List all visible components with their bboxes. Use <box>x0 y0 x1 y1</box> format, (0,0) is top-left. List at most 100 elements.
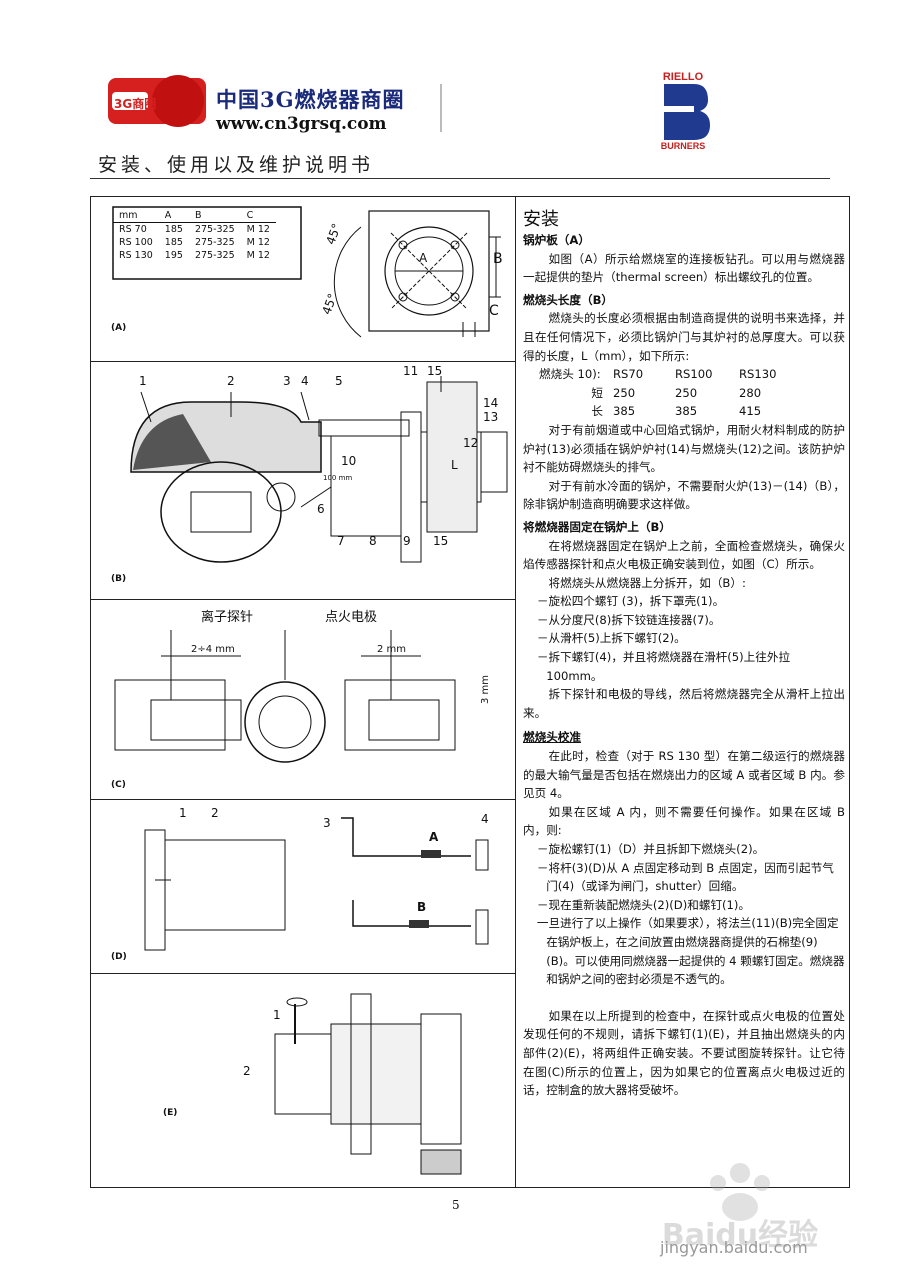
logo-text: 3G商圈 <box>114 97 157 111</box>
table-cell: 250 <box>613 385 636 400</box>
table-cell: M 12 <box>246 224 270 235</box>
paragraph: 将燃烧头从燃烧器上分拆开，如（B）: <box>548 575 746 590</box>
head-adjust-drawing <box>144 817 489 951</box>
callout: 5 <box>335 374 343 388</box>
figure-b-panel: 1 2 3 4 5 11 15 14 13 12 6 7 8 9 10 15 L… <box>91 362 515 600</box>
callout: 3 <box>323 816 331 830</box>
table-cell: 195 <box>164 250 183 261</box>
callout: 15 <box>427 364 443 378</box>
dim-label: 3 mm <box>480 674 492 705</box>
callout: 6 <box>317 502 325 516</box>
list-item: －将杆(3)(D)从 A 点固定移动到 B 点固定，因而引起节气门(4)（或译为… <box>536 860 834 894</box>
header-divider <box>440 84 442 132</box>
probe-label: 离子探针 <box>201 610 254 625</box>
table-row: RS 130 195 275-325 M 12 <box>113 249 276 262</box>
paragraph: 对于有前水冷面的锅炉，不需要耐火炉(13)－(14)（B），除非锅炉制造商明确要… <box>523 478 845 512</box>
dims-header-cell: C <box>246 210 254 221</box>
site-url[interactable]: www.cn3grsq.com <box>216 114 387 134</box>
figure-d-label: (D) <box>111 952 127 962</box>
section-heading: 将燃烧器固定在锅炉上（B） <box>523 519 671 534</box>
figure-c-label: (C) <box>111 780 126 790</box>
figure-c-panel: 离子探针 点火电极 2÷4 mm 2 mm 3 mm (C) <box>91 600 515 800</box>
dims-header-cell: A <box>164 210 172 221</box>
callout: 4 <box>301 374 309 388</box>
callout: 14 <box>483 396 499 410</box>
paragraph: 如果在区域 A 内，则不需要任何操作。如果在区域 B 内，则: <box>523 804 845 838</box>
paragraph: 如果在以上所提到的检查中，在探针或点火电极的位置处发现任何的不规则，请拆下螺钉(… <box>523 1008 845 1098</box>
callout: 2 <box>243 1064 251 1078</box>
figure-a-panel: mm A B C RS 70 185 275-325 M 12 RS 100 1… <box>91 197 515 362</box>
table-cell: 385 <box>675 404 698 419</box>
table-cell: 燃烧头 10): <box>539 367 601 382</box>
content-frame: mm A B C RS 70 185 275-325 M 12 RS 100 1… <box>90 196 850 1188</box>
callout: 1 <box>273 1008 281 1022</box>
table-row: RS 70 185 275-325 M 12 <box>113 223 276 237</box>
table-cell: M 12 <box>246 237 270 248</box>
dim-label: 2 mm <box>377 644 407 655</box>
callout: 10 <box>341 454 357 468</box>
table-cell: 275-325 <box>194 237 235 248</box>
paragraph: 对于有前烟道或中心回焰式锅炉，用耐火材料制成的防护炉衬(13)必须插在锅炉炉衬(… <box>523 422 845 475</box>
dim-a-label: A <box>419 251 428 265</box>
probe-electrode-drawing <box>114 630 456 763</box>
table-cell: 280 <box>739 385 762 400</box>
figure-d-panel: 1 2 3 4 A B (D) <box>91 800 515 974</box>
site-name: 中国3G燃烧器商圈 <box>216 87 405 112</box>
doc-title: 安装、使用以及维护说明书 <box>98 154 375 176</box>
callout: 12 <box>463 436 479 450</box>
table-cell: RS100 <box>675 367 713 382</box>
baidu-paw-icon: Baidu经验 <box>662 1163 818 1253</box>
figure-a-label: (A) <box>111 323 127 333</box>
table-cell: 185 <box>164 224 183 235</box>
figure-e-panel: 1 2 (E) <box>91 974 515 1187</box>
watermark-logo: Baidu经验 <box>662 1218 818 1253</box>
list-item: －旋松螺钉(1)（D）并且拆卸下燃烧头(2)。 <box>536 842 765 856</box>
table-cell: 185 <box>164 237 183 248</box>
instruction-text-column: 安装 锅炉板（A） 如图（A）所示给燃烧室的连接板钻孔。可以用与燃烧器一起提供的… <box>523 209 845 1100</box>
callout: 9 <box>403 534 411 548</box>
callout: 2 <box>227 374 235 388</box>
dimension-table: mm A B C RS 70 185 275-325 M 12 RS 100 1… <box>113 209 276 262</box>
table-cell: 275-325 <box>194 250 235 261</box>
point-b-label: B <box>417 900 427 914</box>
length-table-row: 燃烧头 10): RS70 RS100 RS130 <box>523 365 845 384</box>
3g-logo-icon <box>108 75 206 127</box>
dim-label: 2÷4 mm <box>191 644 235 655</box>
dims-header-cell: mm <box>119 210 138 221</box>
table-cell: RS130 <box>739 367 777 382</box>
paragraph: 在将燃烧器固定在锅炉上之前，全面检查燃烧头，确保火焰传感器探针和点火电极正确安装… <box>523 538 845 572</box>
section-heading: 锅炉板（A） <box>523 233 590 247</box>
section-title: 安装 <box>523 209 559 230</box>
table-cell: 275-325 <box>194 224 235 235</box>
list-item: 一旦进行了以上操作（如果要求），将法兰(11)(B)完全固定在锅炉板上，在之间放… <box>536 916 845 987</box>
burner-assembly-drawing <box>130 376 508 563</box>
length-table-row: 短 250 250 280 <box>523 384 845 403</box>
dim-note: 100 mm <box>323 474 353 482</box>
table-cell: M 12 <box>246 250 270 261</box>
figure-e-label: (E) <box>163 1108 178 1118</box>
figure-b-label: (B) <box>111 574 127 584</box>
list-item: －从分度尺(8)拆下铰链连接器(7)。 <box>536 612 721 627</box>
callout: 3 <box>283 374 291 388</box>
table-cell: 250 <box>675 385 698 400</box>
callout: 1 <box>179 806 187 820</box>
callout: 11 <box>403 364 419 378</box>
callout: 15 <box>433 534 449 548</box>
length-table-row: 长 385 385 415 <box>523 402 845 421</box>
section-heading: 燃烧头长度（B） <box>523 292 613 307</box>
brand-bottom: BURNERS <box>661 141 706 150</box>
callout: 13 <box>483 410 499 424</box>
table-cell: RS 70 <box>119 224 147 235</box>
dim-c-label: C <box>489 303 499 319</box>
callout: 8 <box>369 534 377 548</box>
angle-label: 45° <box>319 291 340 317</box>
electrode-label: 点火电极 <box>325 610 378 625</box>
dim-b-label: B <box>493 251 503 267</box>
riello-logo-icon: RIELLO BURNERS <box>661 71 710 150</box>
brand-top: RIELLO <box>663 71 704 83</box>
watermark-url: jingyan.baidu.com <box>660 1238 808 1257</box>
table-cell: RS 130 <box>119 250 153 261</box>
paragraph: 燃烧头的长度必须根据由制造商提供的说明书来选择，并且在任何情况下，必须比锅炉门与… <box>523 311 845 363</box>
paragraph: 拆下探针和电极的导线，然后将燃烧器完全从滑杆上拉出来。 <box>523 687 845 720</box>
list-item: －旋松四个螺钉 (3)，拆下罩壳(1)。 <box>536 594 725 609</box>
